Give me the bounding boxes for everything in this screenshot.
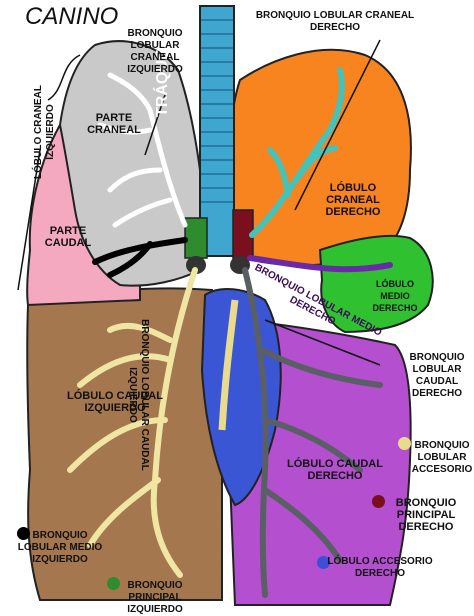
left-main-bronchus xyxy=(184,217,208,259)
left-caudal-lobular-bronchus xyxy=(67,267,198,578)
legend-dot-bronquio-lobular-accesorio xyxy=(398,437,411,450)
trachea-rings xyxy=(201,19,233,203)
left-cranial-lobular-bronchus xyxy=(97,72,188,228)
label-parte-caudal: PARTE CAUDAL xyxy=(44,225,92,249)
label-traquea: TRÁQUEA xyxy=(154,38,171,117)
legend-label-bronquio-principal-izq: BRONQUIO PRINCIPAL IZQUIERDO xyxy=(127,580,183,615)
label-bronquio-lobular-caudal-der: BRONQUIO LOBULAR CAUDAL DERECHO xyxy=(409,352,465,399)
label-lobulo-craneal-izq: LÓBULO CRANEAL IZQUIERDO xyxy=(33,85,56,179)
legend-label-lobulo-accesorio-der: LÓBULO ACCESORIO DERECHO xyxy=(327,556,433,579)
right-middle-lobe xyxy=(318,234,434,334)
label-lobulo-caudal-der: LÓBULO CAUDAL DERECHO xyxy=(287,458,383,482)
label-lobulo-craneal-der: LÓBULO CRANEAL DERECHO xyxy=(325,182,381,218)
legend-label-bronquio-lobular-accesorio: BRONQUIO LOBULAR ACCESORIO xyxy=(411,440,473,475)
left-middle-lobular-bronchus xyxy=(92,237,188,278)
label-bronquio-lobular-craneal-izq: BRONQUIO LOBULAR CRANEAL IZQUIERDO xyxy=(127,28,183,75)
label-lobulo-medio-der: LÓBULO MEDIO DERECHO xyxy=(372,279,418,313)
legend-dot-lobulo-accesorio-der xyxy=(317,556,330,569)
legend-dot-bronquio-lobular-medio-izq xyxy=(17,527,30,540)
label-parte-craneal: PARTE CRANEAL xyxy=(87,112,141,136)
label-lobulo-caudal-izq: LÓBULO CAUDAL IZQUIERDO xyxy=(67,390,163,414)
diagram-title: CANINO xyxy=(25,3,119,30)
legend-label-bronquio-lobular-medio-izq: BRONQUIO LOBULAR MEDIO IZQUIERDO xyxy=(17,530,103,565)
right-cranial-lobular-bronchus xyxy=(249,67,345,238)
leader-lines xyxy=(17,39,381,366)
bronchus-node-left xyxy=(186,256,206,274)
legend-label-bronquio-principal-der: BRONQUIO PRINCIPAL DERECHO xyxy=(395,497,457,533)
right-caudal-lobular-bronchus xyxy=(242,267,383,598)
legend-dot-bronquio-principal-der xyxy=(372,495,385,508)
left-cranial-lobe-cranial-part xyxy=(58,40,207,287)
accessory-lobular-bronchus xyxy=(218,299,239,431)
label-bronquio-lobular-craneal-der: BRONQUIO LOBULAR CRANEAL DERECHO xyxy=(255,10,415,33)
legend-dot-bronquio-principal-izq xyxy=(107,577,120,590)
right-middle-lobular-bronchus xyxy=(247,255,393,273)
